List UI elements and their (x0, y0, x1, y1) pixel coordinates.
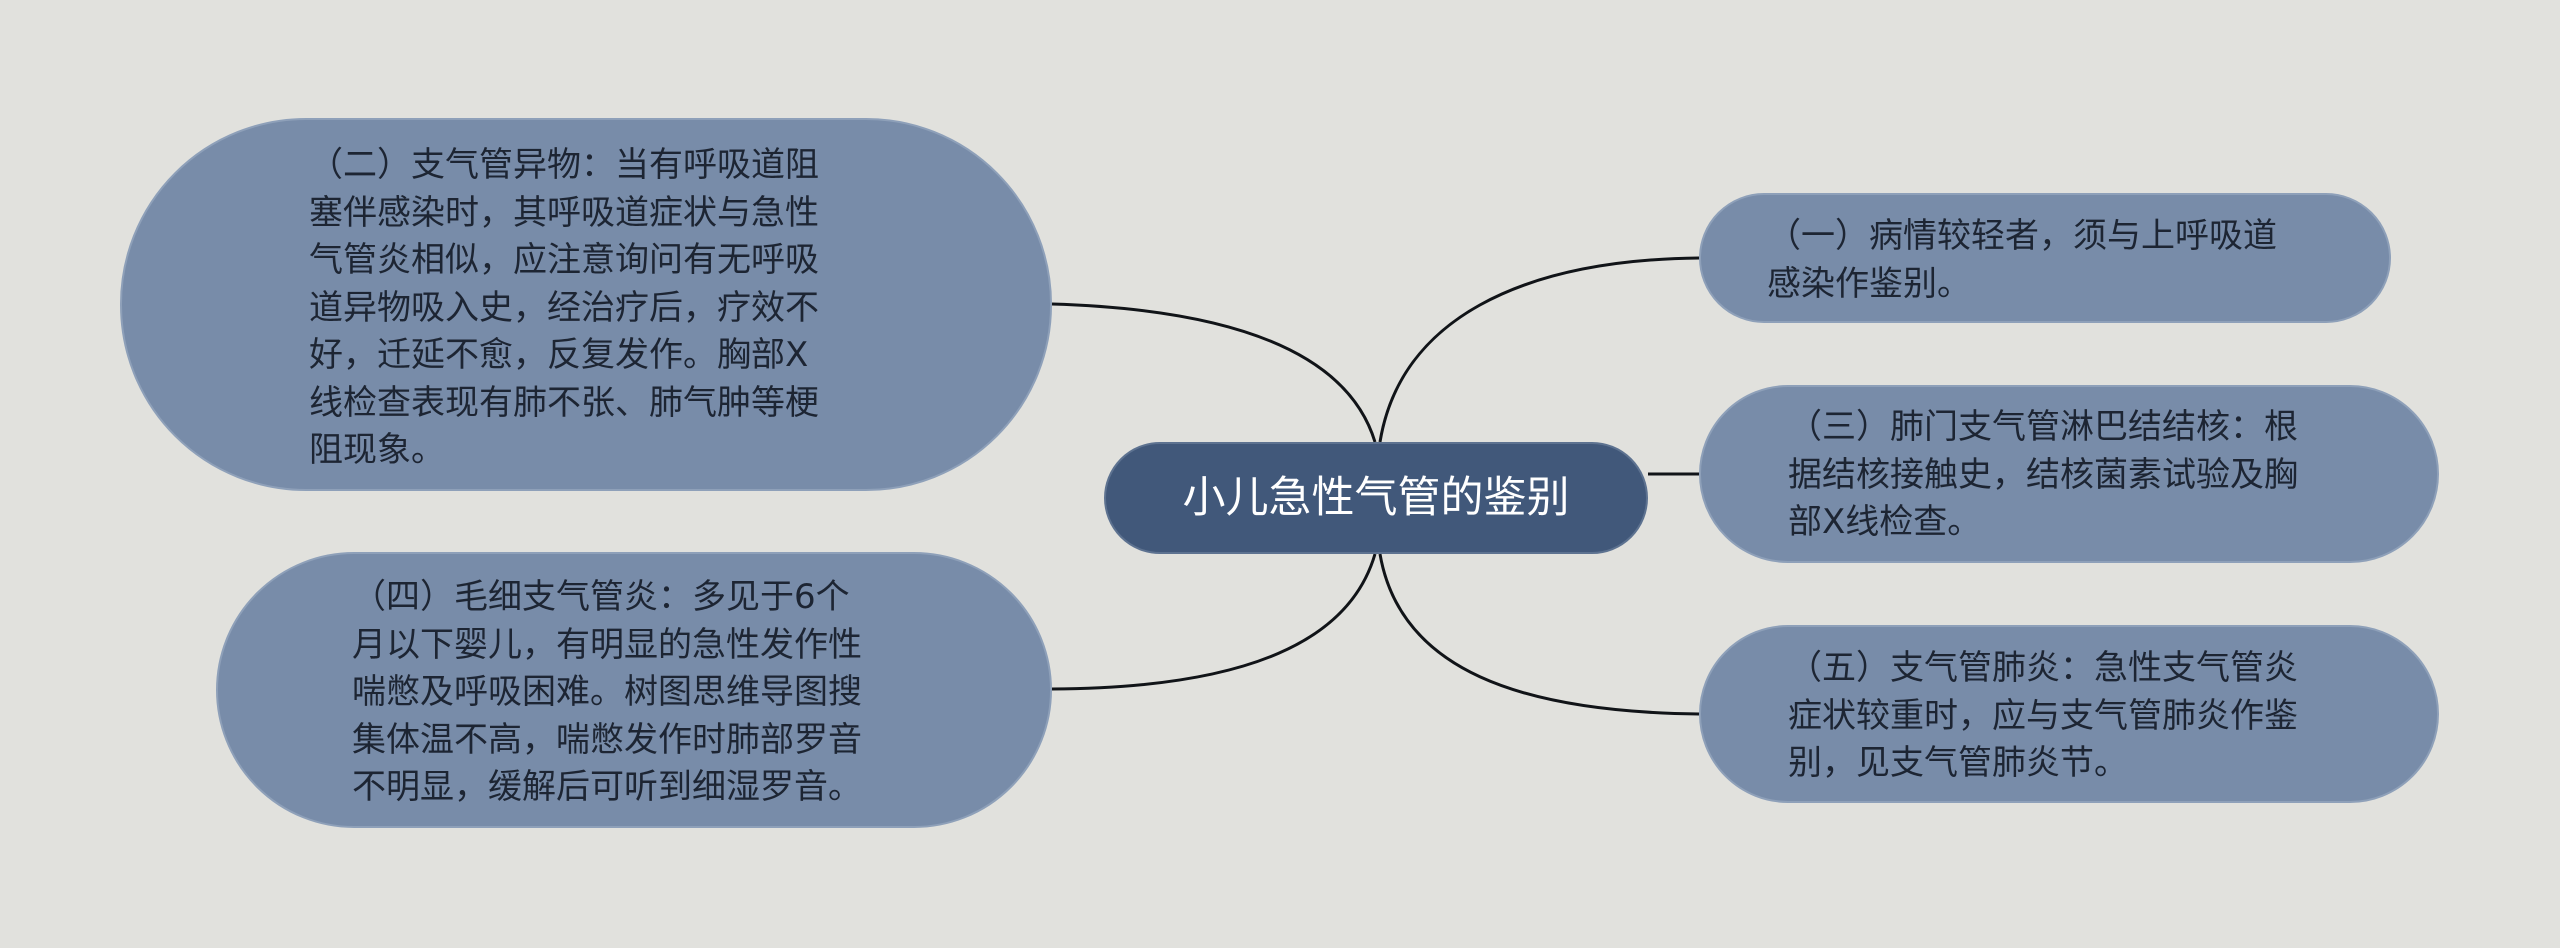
branch-node-2[interactable]: （二）支气管异物：当有呼吸道阻 塞伴感染时，其呼吸道症状与急性 气管炎相似，应注… (120, 118, 1052, 491)
branch-node-4-text: （四）毛细支气管炎：多见于6个 月以下婴儿，有明显的急性发作性 喘憋及呼吸困难。… (352, 577, 862, 807)
branch-node-3-text: （三）肺门支气管淋巴结结核：根 据结核接触史，结核菌素试验及胸 部X线检查。 (1788, 407, 2298, 542)
branch-node-4[interactable]: （四）毛细支气管炎：多见于6个 月以下婴儿，有明显的急性发作性 喘憋及呼吸困难。… (216, 552, 1052, 828)
branch-node-1[interactable]: （一）病情较轻者，须与上呼吸道 感染作鉴别。 (1699, 193, 2391, 323)
branch-node-2-text: （二）支气管异物：当有呼吸道阻 塞伴感染时，其呼吸道症状与急性 气管炎相似，应注… (309, 145, 819, 470)
connector-root-to-n1 (1378, 256, 1700, 443)
branch-node-3[interactable]: （三）肺门支气管淋巴结结核：根 据结核接触史，结核菌素试验及胸 部X线检查。 (1699, 385, 2439, 563)
root-topic[interactable]: 小儿急性气管的鉴别 (1104, 442, 1648, 554)
branch-node-5[interactable]: （五）支气管肺炎：急性支气管炎 症状较重时，应与支气管肺炎作鉴 别，见支气管肺炎… (1699, 625, 2439, 803)
branch-node-1-text: （一）病情较轻者，须与上呼吸道 感染作鉴别。 (1767, 216, 2277, 304)
root-topic-label: 小儿急性气管的鉴别 (1182, 473, 1570, 523)
connector-root-to-n5 (1378, 553, 1700, 716)
connector-root-to-n2 (1051, 302, 1377, 443)
connector-root-to-n4 (1051, 553, 1377, 691)
branch-node-5-text: （五）支气管肺炎：急性支气管炎 症状较重时，应与支气管肺炎作鉴 别，见支气管肺炎… (1788, 648, 2298, 783)
